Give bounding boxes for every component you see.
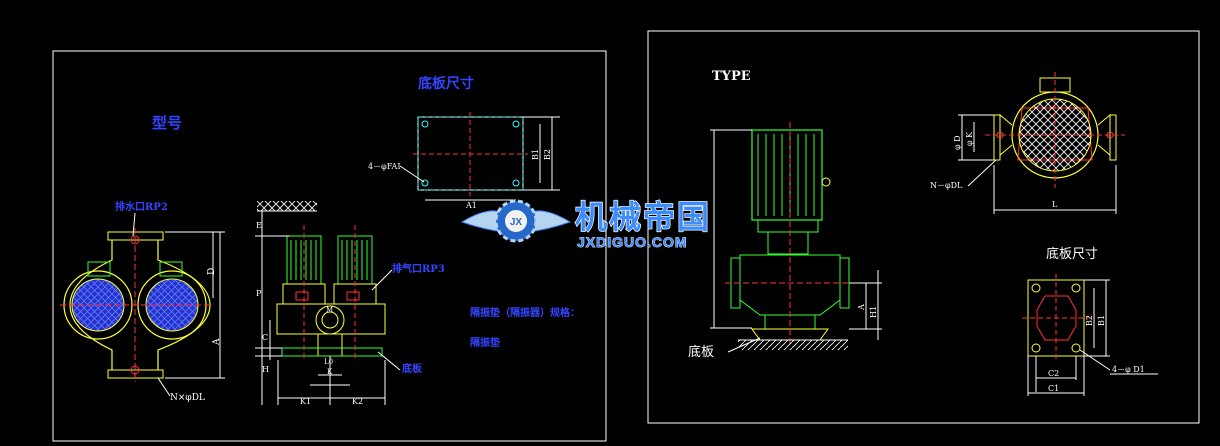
twin-pump-top-view <box>60 228 212 382</box>
dim-c2-right: C2 <box>1048 369 1059 378</box>
leader-bolts-d1 <box>1079 349 1111 371</box>
twin-pump-side-view <box>257 201 386 360</box>
dim-k-label: K <box>327 368 333 376</box>
dim-e-label: E <box>256 221 262 230</box>
label-bolts-d1: 4－φ D1 <box>1112 365 1145 374</box>
left-sheet-frame <box>52 50 607 442</box>
dim-c1-right: C1 <box>1048 384 1059 393</box>
label-base-right: 底板 <box>688 344 714 360</box>
left-title-baseplate: 底板尺寸 <box>418 75 474 92</box>
twin-pump-side-dimensions <box>255 211 386 405</box>
right-baseplate-drawing <box>1022 274 1090 362</box>
dim-h1-right: H1 <box>869 306 878 318</box>
dim-b1-right: B1 <box>1097 315 1106 326</box>
right-baseplate-dimensions <box>1027 279 1110 396</box>
dim-b2-left: B2 <box>543 149 552 160</box>
label-bolts-fai: 4－φFAI <box>368 162 400 171</box>
dim-h-label: H <box>262 365 269 374</box>
dim-b1-left: B1 <box>531 149 540 160</box>
dim-d-label: D <box>207 268 217 275</box>
dim-k1-label: K1 <box>300 397 311 406</box>
leader-base-right <box>727 337 761 353</box>
dim-lo-label: L0 <box>324 358 333 366</box>
left-title-model: 型号 <box>152 114 182 132</box>
leader-base-left <box>377 351 401 371</box>
vertical-pump-dimensions <box>710 129 882 340</box>
dim-l-right: L <box>1052 200 1058 209</box>
dim-b2-right: B2 <box>1085 315 1094 326</box>
label-drain: 排水口RP2 <box>115 200 168 213</box>
watermark-text-en: JXDIGUO.COM <box>577 234 688 250</box>
leader-drain <box>132 212 136 237</box>
dim-phi-k: φ K <box>965 131 974 146</box>
label-bolts-n: N×φDL <box>170 393 205 403</box>
right-title-type: TYPE <box>712 69 751 84</box>
label-isolator: 隔振垫（隔振器）规格： <box>470 306 580 319</box>
leader-vent <box>371 269 393 291</box>
dim-c-label: C <box>262 333 268 342</box>
leader-bolts-n-right <box>967 159 997 187</box>
right-sheet-frame <box>647 30 1200 424</box>
top-view-dimensions <box>958 114 1117 214</box>
label-bolts-n-right: N－φDL <box>930 181 963 190</box>
left-baseplate-drawing <box>413 112 560 201</box>
dim-a-right: A <box>857 304 866 311</box>
dim-a-label: A <box>212 338 222 346</box>
watermark-text-cn: 机械帝国 <box>575 198 711 236</box>
label-vent: 排气口RP3 <box>392 262 445 275</box>
dim-a1-left: A1 <box>465 201 477 210</box>
vertical-pump-top-view <box>985 72 1125 188</box>
vertical-pump-elevation <box>725 122 860 350</box>
dim-phi-d: φ D <box>953 135 962 150</box>
dim-m-label: M <box>326 306 333 314</box>
leader-bolts-n <box>157 377 171 397</box>
label-isolator-pad: 隔振垫 <box>470 336 500 349</box>
watermark-badge: JX <box>510 217 523 228</box>
watermark-logo: JX <box>460 199 572 243</box>
twin-pump-dimensions <box>165 231 225 379</box>
right-title-baseplate: 底板尺寸 <box>1046 246 1098 262</box>
leader-bolts-fai <box>399 165 425 183</box>
dim-p-label: P <box>256 289 262 298</box>
label-base-left: 底板 <box>402 362 423 375</box>
dim-k2-label: K2 <box>352 397 363 406</box>
